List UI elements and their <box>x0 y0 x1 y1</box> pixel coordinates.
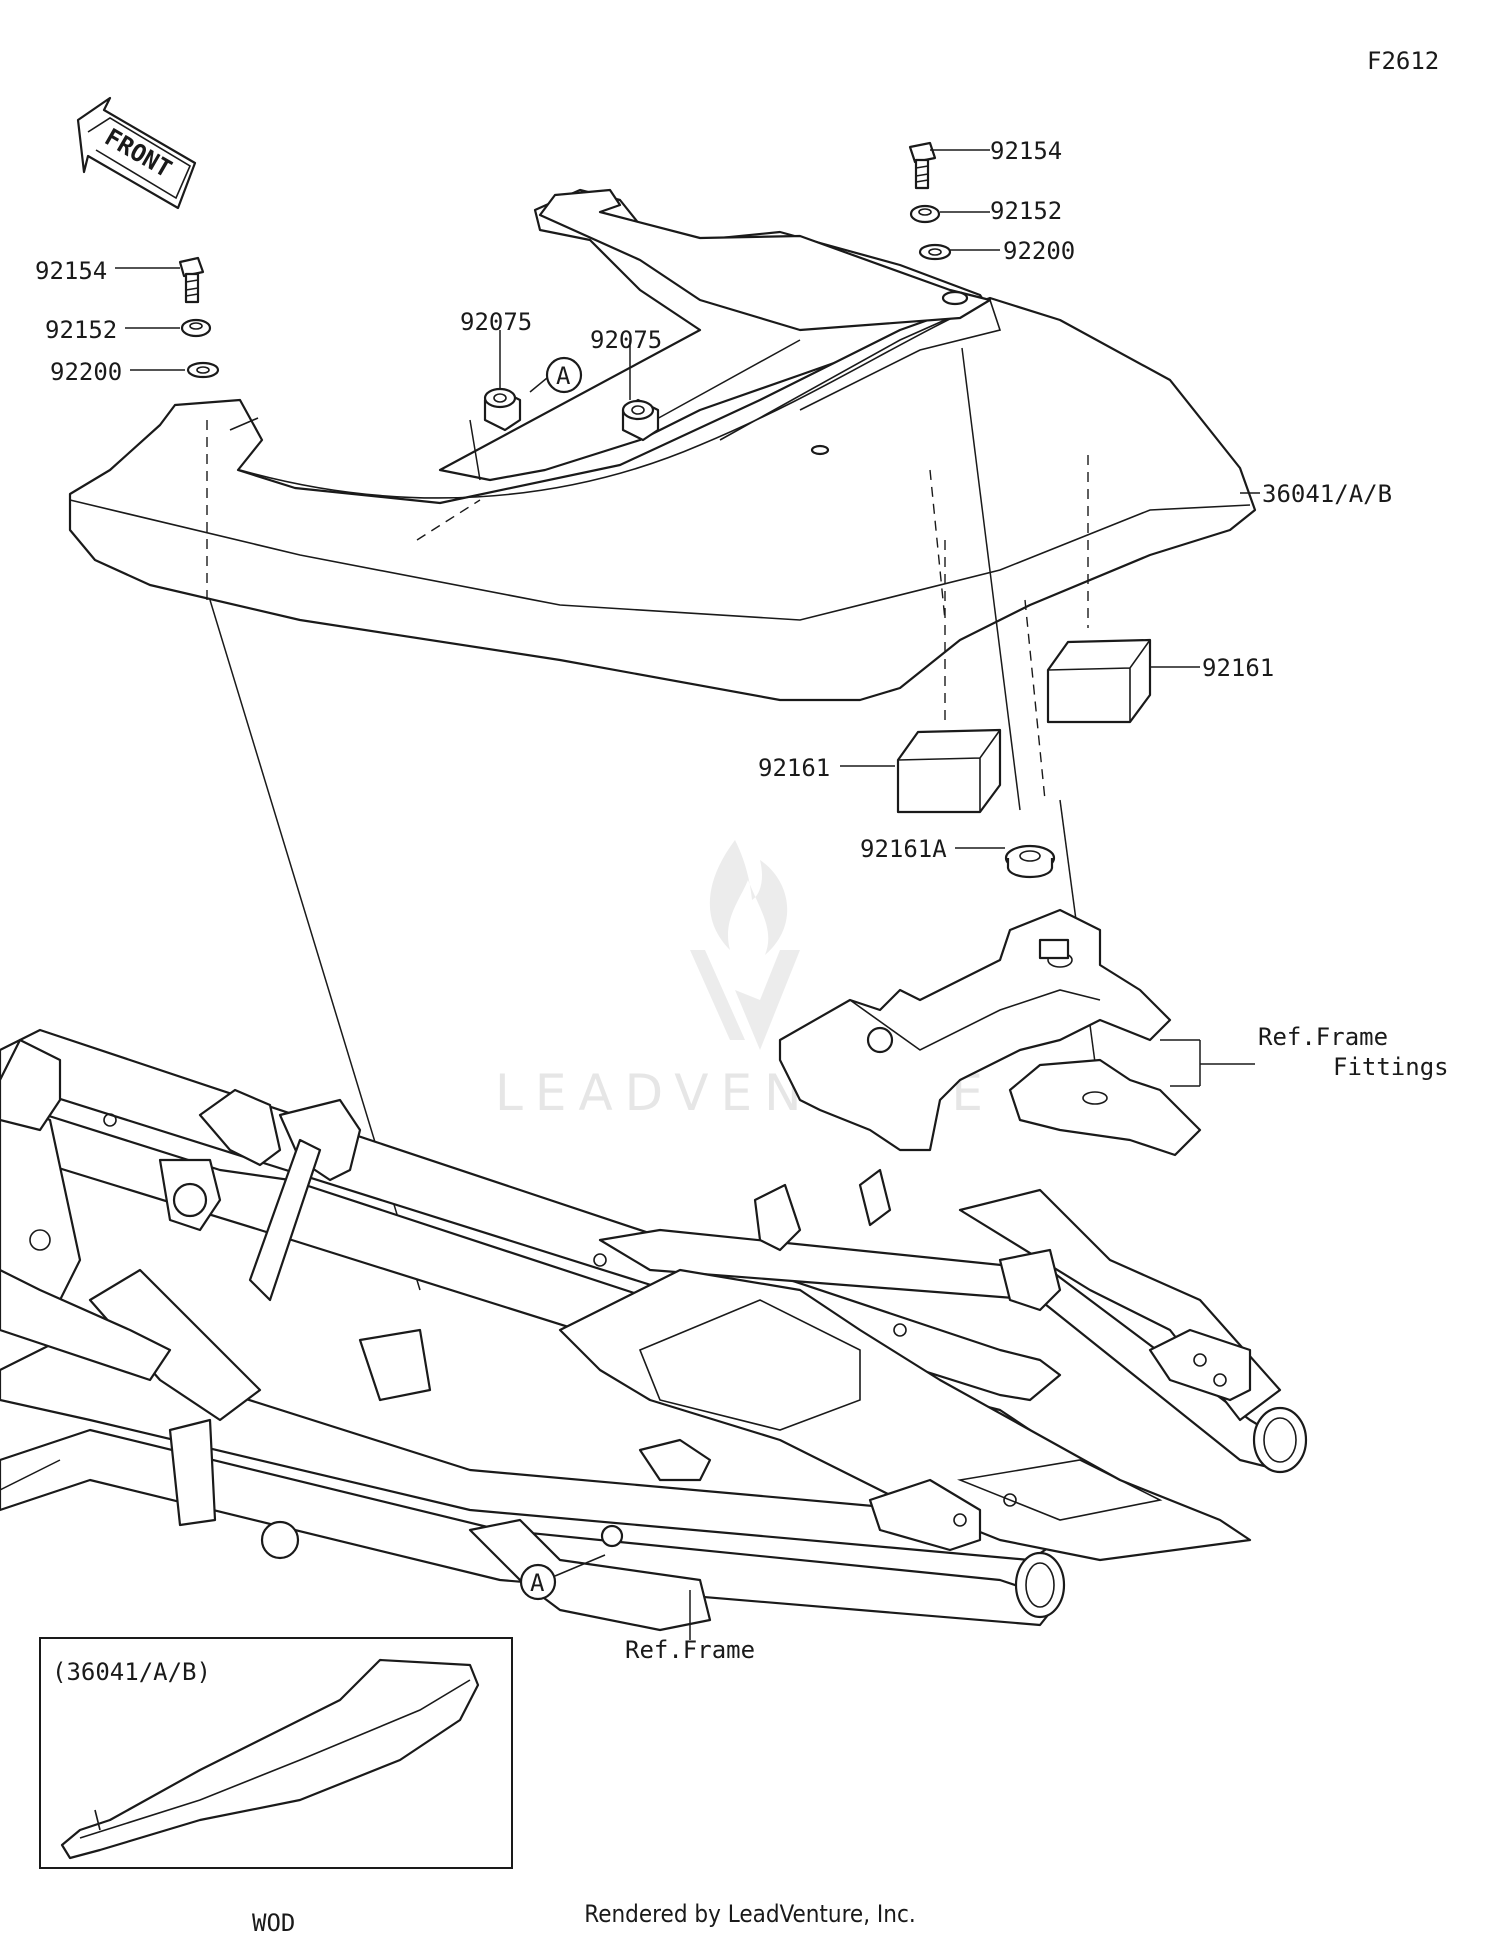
label-collar-right: 92152 <box>990 197 1062 225</box>
seat-cover <box>68 188 1257 702</box>
diagram-code: F2612 <box>1367 47 1439 75</box>
frame <box>0 1028 1308 1632</box>
washer-right <box>918 243 952 261</box>
label-pad-right: 92161 <box>1202 654 1274 682</box>
frame-fittings <box>778 908 1202 1157</box>
bolt-right <box>908 141 937 190</box>
label-ref-fittings-1: Ref.Frame <box>1258 1023 1388 1051</box>
label-cover: 36041/A/B <box>1262 480 1392 508</box>
washer-left <box>186 361 220 379</box>
label-grommet-1: 92075 <box>460 308 532 336</box>
label-collar-left: 92152 <box>45 316 117 344</box>
label-bolt-right: 92154 <box>990 137 1062 165</box>
grommet-2 <box>621 398 660 442</box>
collar-right <box>909 204 941 224</box>
label-washer-left: 92200 <box>50 358 122 386</box>
bolt-left <box>178 256 205 304</box>
pad-right <box>1046 638 1152 724</box>
front-arrow-icon: FRONT <box>76 96 197 210</box>
inset-title: (36041/A/B) <box>52 1658 211 1686</box>
callout-a-upper: A <box>529 356 583 394</box>
leader-lines <box>0 149 1260 1640</box>
inset-caption: WOD <box>252 1909 295 1937</box>
label-washer-right: 92200 <box>1003 237 1075 265</box>
grommet-1 <box>483 387 522 432</box>
label-damper: 92161A <box>860 835 947 863</box>
inset-variant: (36041/A/B) <box>39 1637 513 1869</box>
footer-credit: Rendered by LeadVenture, Inc. <box>584 1900 916 1928</box>
label-ref-frame: Ref.Frame <box>625 1636 755 1664</box>
svg-text:A: A <box>556 362 571 390</box>
label-ref-fittings-2: Fittings <box>1333 1053 1449 1081</box>
label-bolt-left: 92154 <box>35 257 107 285</box>
label-pad-left: 92161 <box>758 754 830 782</box>
pad-left <box>896 728 1002 814</box>
svg-text:A: A <box>530 1569 545 1597</box>
label-grommet-2: 92075 <box>590 326 662 354</box>
collar-left <box>180 318 212 338</box>
damper <box>1004 844 1056 878</box>
callout-a-lower: A <box>519 1554 606 1601</box>
